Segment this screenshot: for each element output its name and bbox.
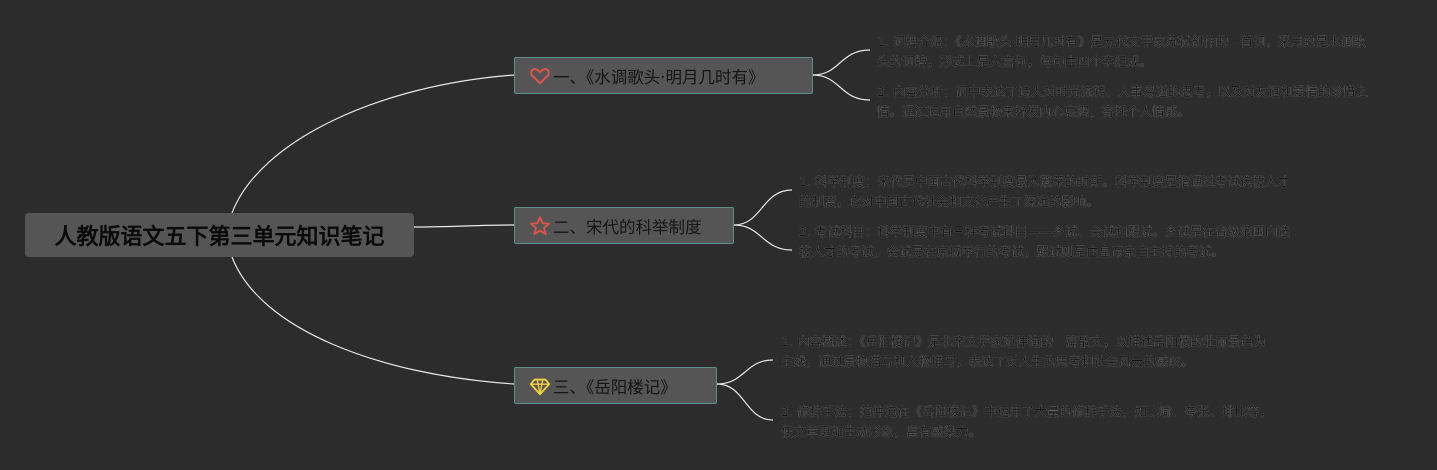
root-topic[interactable]: 人教版语文五下第三单元知识笔记 xyxy=(25,213,414,257)
branch-topic-2-label: 二、宋代的科举制度 xyxy=(553,217,702,237)
connector-branch-2-note-1 xyxy=(733,189,793,226)
star-outline-icon xyxy=(530,215,550,235)
diamond-gem-icon xyxy=(529,378,551,395)
branch-topic-1-label: 一、《水调歌头·明月几时有》 xyxy=(553,67,765,87)
branch-topic-1[interactable]: 一、《水调歌头·明月几时有》 xyxy=(514,57,813,94)
note-1-2[interactable]: 2. 内容分析：词中表达了诗人对时光流转、人事易逝的思考，以及对友谊和爱情的珍惜… xyxy=(877,82,1377,122)
note-1-1-text: 1. 词牌介绍：《水调歌头·明月几时有》是元代文学家苏轼创作的一首词，采用的是水… xyxy=(877,34,1366,69)
note-3-2[interactable]: 2. 修辞手法：范仲淹在《岳阳楼记》中运用了大量的修辞手法，如比喻、夸张、排比等… xyxy=(781,402,1278,442)
note-1-1[interactable]: 1. 词牌介绍：《水调歌头·明月几时有》是元代文学家苏轼创作的一首词，采用的是水… xyxy=(877,32,1377,72)
branch-topic-2[interactable]: 二、宋代的科举制度 xyxy=(514,207,734,244)
connector-root-branch-2 xyxy=(413,224,515,228)
root-topic-label: 人教版语文五下第三单元知识笔记 xyxy=(54,225,385,250)
note-2-1[interactable]: 1. 科举制度：宋代是中国古代科举制度最为繁荣的时期。科举制度是指通过考试选拔人… xyxy=(799,172,1296,212)
connector-root-branch-3 xyxy=(231,256,515,385)
connector-branch-1-note-2 xyxy=(812,74,871,101)
note-2-1-text: 1. 科举制度：宋代是中国古代科举制度最为繁荣的时期。科举制度是指通过考试选拔人… xyxy=(799,174,1290,209)
note-2-2-text: 2. 考试科目：科举制度中有三种考试科目——乡试、会试和殿试。乡试是在省级范围内… xyxy=(799,224,1290,259)
connector-branch-1-note-1 xyxy=(812,49,871,76)
note-3-2-text: 2. 修辞手法：范仲淹在《岳阳楼记》中运用了大量的修辞手法，如比喻、夸张、排比等… xyxy=(781,404,1272,439)
connector-branch-3-note-1 xyxy=(716,359,774,385)
note-3-1[interactable]: 1. 内容概述：《岳阳楼记》是北宋文学家范仲淹的一篇散文，以描述岳阳楼的壮丽景色… xyxy=(781,332,1278,372)
branch-topic-3[interactable]: 三、《岳阳楼记》 xyxy=(514,367,717,404)
connector-root-branch-1 xyxy=(231,74,515,214)
connector-branch-3-note-2 xyxy=(716,383,774,421)
heart-outline-icon xyxy=(530,67,550,84)
branch-topic-3-label: 三、《岳阳楼记》 xyxy=(553,377,677,397)
note-1-2-text: 2. 内容分析：词中表达了诗人对时光流转、人事易逝的思考，以及对友谊和爱情的珍惜… xyxy=(877,84,1368,119)
note-2-2[interactable]: 2. 考试科目：科举制度中有三种考试科目——乡试、会试和殿试。乡试是在省级范围内… xyxy=(799,222,1296,262)
connector-branch-2-note-2 xyxy=(733,224,793,251)
note-3-1-text: 1. 内容概述：《岳阳楼记》是北宋文学家范仲淹的一篇散文，以描述岳阳楼的壮丽景色… xyxy=(781,334,1266,369)
